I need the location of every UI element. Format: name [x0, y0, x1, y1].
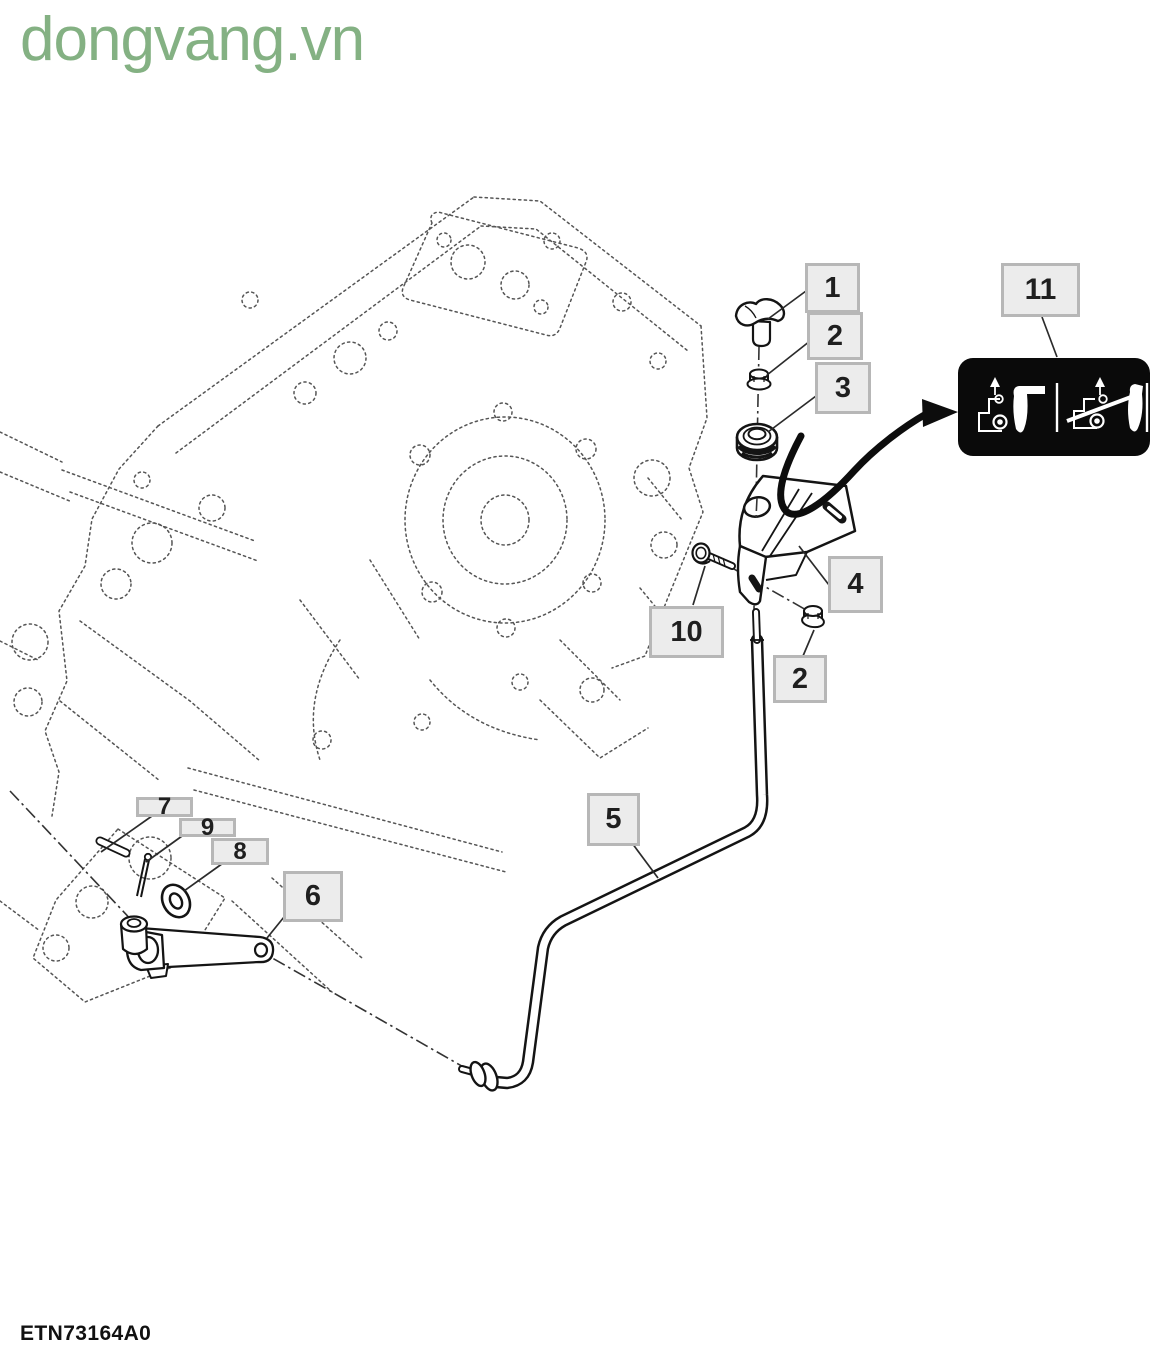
callout-leader-lines — [100, 290, 1058, 939]
callout-1-label: 1 — [824, 271, 841, 304]
part-6-lever — [119, 915, 275, 979]
callout-7-label: 7 — [157, 793, 172, 820]
callout-8[interactable]: 8 — [211, 838, 269, 865]
callout-11[interactable]: 11 — [1001, 263, 1080, 317]
callout-2-lower-label: 2 — [791, 662, 809, 695]
callout-5[interactable]: 5 — [587, 793, 640, 846]
part-2-nut-lower — [801, 605, 825, 629]
part-3-grommet — [735, 422, 779, 462]
callout-4[interactable]: 4 — [828, 556, 883, 613]
engine-housing-outline — [0, 196, 708, 1003]
callout-3-label: 3 — [834, 371, 852, 404]
part-11-decal — [958, 358, 1150, 456]
callout-10[interactable]: 10 — [649, 606, 724, 658]
callout-10-label: 10 — [670, 615, 703, 648]
callout-2-upper-label: 2 — [826, 319, 844, 352]
callout-3[interactable]: 3 — [815, 362, 871, 414]
callout-8-label: 8 — [233, 837, 247, 865]
callout-6[interactable]: 6 — [283, 871, 343, 922]
part-5-shift-rod — [458, 608, 769, 1092]
callout-7[interactable]: 7 — [136, 793, 193, 820]
part-1-knob — [734, 298, 786, 348]
decal-pointer-arrow — [777, 399, 958, 518]
figure-code: ETN73164A0 — [20, 1322, 152, 1345]
callout-11-label: 11 — [1024, 273, 1057, 306]
callout-2-upper[interactable]: 2 — [807, 312, 863, 360]
lever-pin-axis-line — [9, 790, 138, 927]
callout-4-label: 4 — [847, 568, 864, 600]
part-7-pin — [95, 836, 131, 858]
lever-disengaged-icon — [1066, 377, 1149, 432]
site-watermark: dongvang.vn — [20, 5, 365, 74]
part-2-nut-upper — [746, 368, 772, 391]
callout-5-label: 5 — [605, 803, 622, 835]
callout-9-label: 9 — [200, 813, 215, 841]
lever-engaged-icon — [978, 377, 1059, 433]
callout-6-label: 6 — [304, 880, 322, 912]
part-10-bolt — [691, 542, 736, 570]
callout-1[interactable]: 1 — [805, 263, 860, 313]
callout-9[interactable]: 9 — [179, 813, 236, 841]
lever-rod-axis-line — [252, 946, 468, 1070]
callout-2-lower[interactable]: 2 — [773, 655, 827, 703]
part-8-washer — [160, 883, 192, 919]
